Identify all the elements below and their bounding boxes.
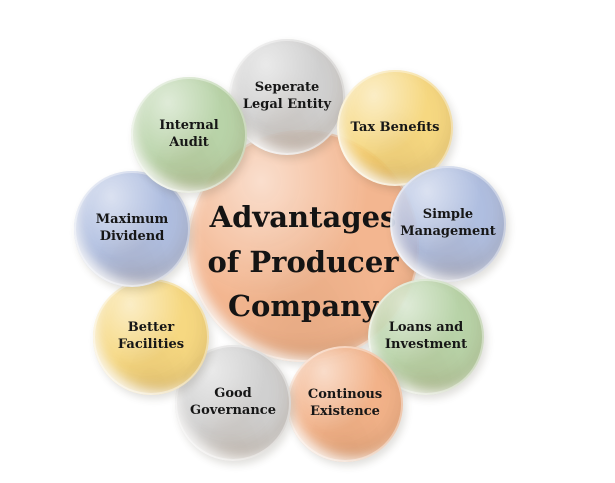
node-label: Seperate Legal Entity	[242, 80, 332, 112]
node-label: Loans and Investment	[384, 320, 468, 352]
node-simple-management: Simple Management	[390, 166, 506, 282]
node-label: Tax Benefits	[350, 119, 440, 135]
diagram-title: Advantages of Producer Company	[207, 199, 399, 324]
node-internal-audit: Internal Audit	[131, 77, 247, 193]
node-better-facilities: Better Facilities	[93, 279, 209, 395]
node-label: Better Facilities	[117, 320, 185, 352]
node-continous-existence: Continous Existence	[287, 346, 403, 462]
node-label: Maximum Dividend	[95, 212, 169, 244]
node-label: Good Governance	[190, 386, 276, 418]
node-label: Continous Existence	[307, 387, 383, 419]
node-label: Simple Management	[400, 207, 496, 239]
node-seperate-legal-entity: Seperate Legal Entity	[229, 39, 345, 155]
node-label: Internal Audit	[159, 118, 219, 150]
